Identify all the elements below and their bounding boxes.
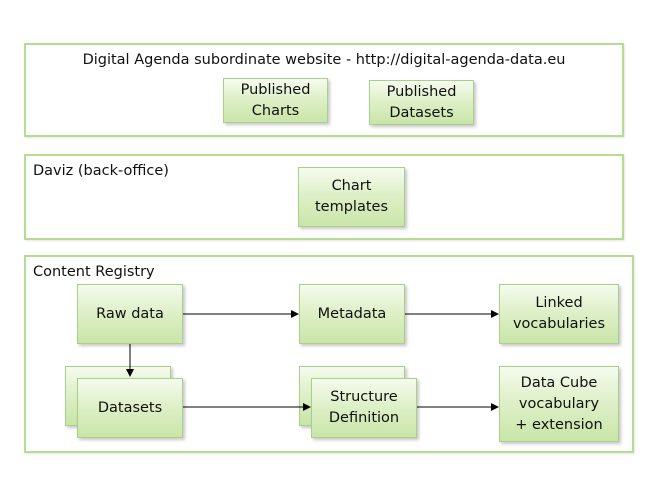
datasets-label: Datasets: [97, 399, 163, 416]
linked-vocabularies-label: Linked vocabularies: [512, 295, 606, 332]
data-cube-vocabulary-label: Data Cube vocabulary + extension: [515, 374, 603, 433]
content-registry-panel-title: Content Registry: [33, 264, 155, 280]
data-cube-vocabulary-box: Data Cube vocabulary + extension: [499, 366, 619, 442]
published-charts-label: Published Charts: [240, 81, 311, 119]
datasets-box: Datasets: [77, 378, 183, 438]
metadata-label: Metadata: [317, 305, 387, 322]
metadata-box: Metadata: [299, 284, 405, 344]
website-panel-title: Digital Agenda subordinate website - htt…: [82, 52, 566, 68]
raw-data-box: Raw data: [77, 284, 183, 344]
structure-definition-box: Structure Definition: [311, 378, 417, 438]
linked-vocabularies-box: Linked vocabularies: [499, 284, 619, 344]
structure-definition-label: Structure Definition: [328, 389, 400, 426]
published-datasets-box: Published Datasets: [369, 80, 474, 125]
raw-data-label: Raw data: [96, 305, 164, 322]
chart-templates-box: Chart templates: [298, 167, 405, 227]
chart-templates-label: Chart templates: [314, 178, 388, 215]
daviz-panel-title: Daviz (back-office): [33, 163, 169, 179]
published-charts-box: Published Charts: [223, 78, 328, 123]
published-datasets-label: Published Datasets: [386, 83, 457, 121]
